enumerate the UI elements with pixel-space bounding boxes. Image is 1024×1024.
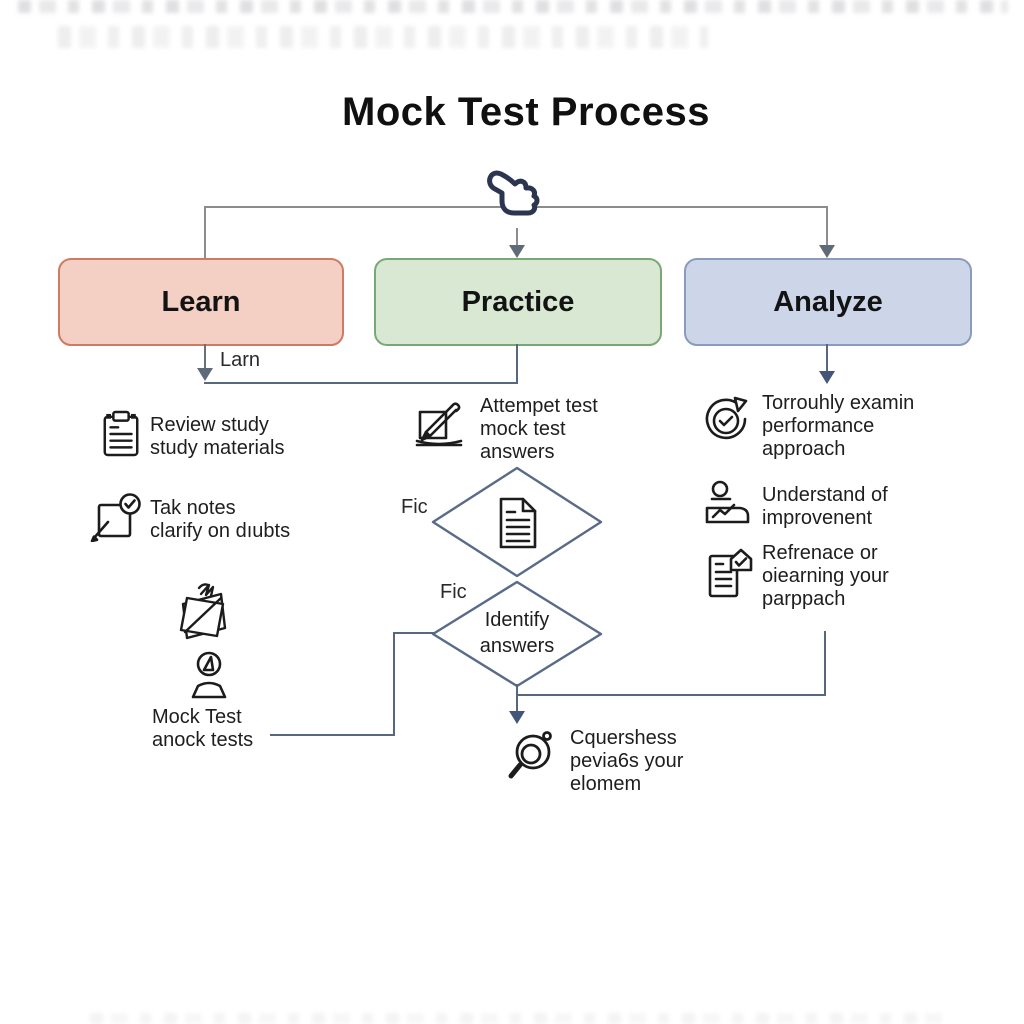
person-chart-icon: [705, 480, 750, 524]
faint-artifact-text-top2: [58, 26, 708, 48]
analyze-item-2: Understand of improvenent: [762, 484, 888, 530]
connector-line: [204, 344, 206, 370]
doc-check-icon: [708, 548, 753, 598]
learn-item-1: Review study study materials: [150, 414, 285, 460]
arrow-down-icon: [819, 371, 835, 384]
analyze-item-2-line2: improvenent: [762, 507, 873, 529]
arrow-down-icon: [509, 711, 525, 724]
page-title: Mock Test Process: [342, 90, 710, 134]
stage-box-analyze: Analyze: [684, 258, 972, 346]
analyze-item-3-line2: oiearning your: [762, 565, 889, 587]
analyze-item-2-line1: Understand of: [762, 484, 888, 506]
decision-diamond-2-text: Identify answers: [445, 607, 589, 659]
diamond-2-line1: Identify: [484, 609, 550, 631]
timer-check-icon: [705, 396, 748, 440]
stage-box-practice: Practice: [374, 258, 662, 346]
arrow-down-icon: [197, 368, 213, 381]
learn-item-1-line1: Review study: [150, 414, 269, 436]
diamond-2-line2: answers: [479, 635, 555, 657]
analyze-item-1-line2: performance: [762, 415, 875, 437]
learn-item-2: Tak notes clarify on dıubts: [150, 497, 290, 543]
practice-item-1-line2: mock test: [480, 418, 566, 440]
learn-item-4: Mock Test anock tests: [152, 706, 253, 752]
document-icon: [499, 497, 537, 549]
learn-item-4-line2: anock tests: [152, 729, 254, 751]
connector-line: [516, 344, 518, 384]
edge-label-fic-2: Fic: [440, 581, 467, 603]
sketch-note-icon: [179, 583, 227, 640]
connector-line: [270, 734, 395, 736]
result-line1: Cquershess: [570, 727, 677, 749]
connector-line: [826, 344, 828, 373]
connector-line: [516, 228, 518, 245]
connector-line: [204, 206, 206, 258]
faint-artifact-text-bottom: [90, 1013, 950, 1024]
stage-box-learn: Learn: [58, 258, 344, 346]
analyze-item-3-line1: Refrenace or: [762, 542, 878, 564]
edge-label-larn: Larn: [220, 349, 261, 371]
connector-line: [393, 632, 435, 634]
result-line3: elomem: [570, 773, 642, 795]
analyze-item-3-line3: parppach: [762, 588, 846, 610]
thumbs-up-icon: [487, 170, 540, 216]
analyze-item-1-line1: Torrouhly examin: [762, 392, 915, 414]
book-pencil-icon: [415, 402, 463, 447]
analyze-item-1-line3: approach: [762, 438, 846, 460]
arrow-down-icon: [819, 245, 835, 258]
magnifier-icon: [508, 731, 552, 779]
learn-item-2-line1: Tak notes: [150, 497, 236, 519]
connector-line: [393, 632, 395, 736]
analyze-item-1: Torrouhly examin performance approach: [762, 392, 914, 461]
learn-item-1-line2: study materials: [150, 437, 285, 459]
result-item: Cquershess pevia6s your elomem: [570, 727, 683, 796]
practice-item-1-line1: Attempet test: [480, 395, 598, 417]
practice-item-1: Attempet test mock test answers: [480, 395, 598, 464]
connector-line: [516, 684, 518, 712]
connector-line: [824, 631, 826, 696]
learn-item-2-line2: clarify on dıubts: [150, 520, 291, 542]
stage-label-learn: Learn: [161, 285, 241, 318]
learn-item-4-line1: Mock Test: [152, 706, 242, 728]
practice-item-1-line3: answers: [480, 441, 555, 463]
person-icon: [191, 651, 227, 699]
result-line2: pevia6s your: [570, 750, 684, 772]
stage-label-analyze: Analyze: [773, 285, 883, 318]
analyze-item-3: Refrenace or oiearning your parppach: [762, 542, 889, 611]
connector-line: [516, 694, 826, 696]
stage-label-practice: Practice: [461, 285, 575, 318]
faint-artifact-text-top: [18, 0, 1008, 13]
edge-label-fic-1: Fic: [401, 496, 428, 518]
note-check-icon: [90, 493, 141, 542]
connector-line: [204, 382, 518, 384]
arrow-down-icon: [509, 245, 525, 258]
connector-line: [826, 206, 828, 245]
clipboard-icon: [103, 410, 139, 457]
